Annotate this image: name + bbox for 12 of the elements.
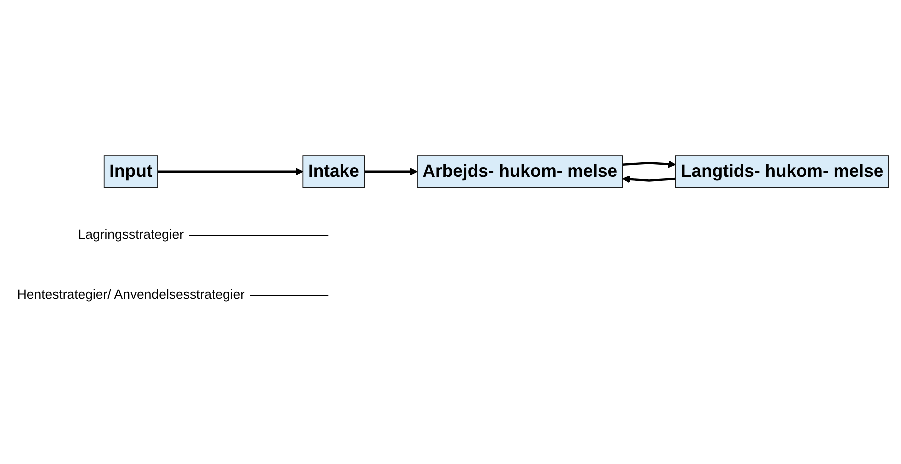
connector: [250, 295, 330, 296]
arrow: [622, 175, 676, 183]
arrow: [364, 168, 418, 176]
node-box: Langtids- hukom- melse: [675, 155, 890, 188]
node-text: Hentestrategier/ Anvendelsesstrategier: [17, 287, 246, 302]
arrow: [158, 168, 304, 176]
node-box: Arbejds- hukom- melse: [417, 155, 624, 188]
node-box: Input: [104, 155, 158, 188]
node-box: Intake: [302, 155, 366, 188]
arrow: [622, 160, 676, 168]
connector: [188, 234, 330, 236]
node-text: Lagringsstrategier: [78, 227, 184, 242]
